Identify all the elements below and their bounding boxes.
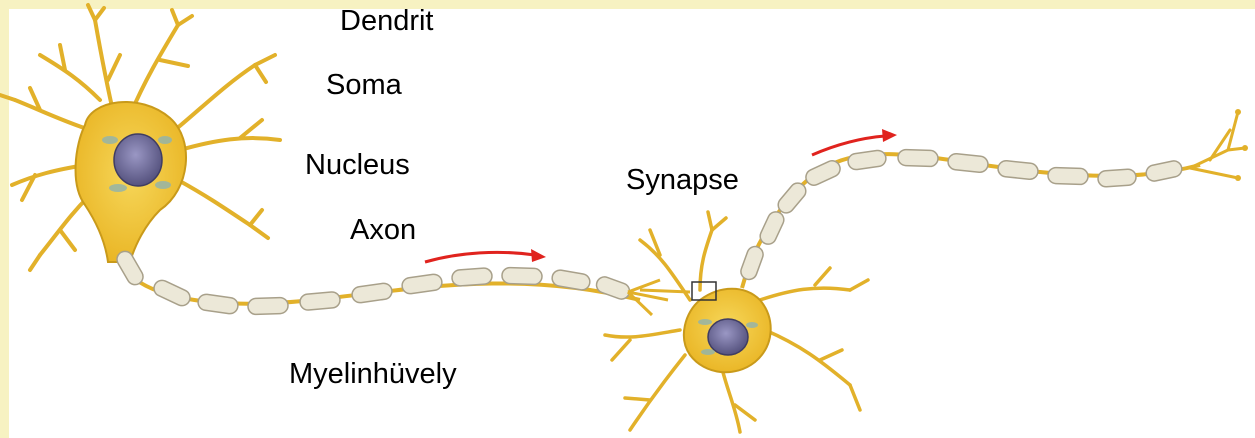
label-synapse: Synapse — [626, 166, 739, 195]
myelin-sheath-2 — [739, 149, 1184, 281]
nucleus-neuron-2 — [708, 319, 748, 355]
label-axon: Axon — [350, 216, 416, 245]
axon-terminals-2 — [1190, 112, 1245, 178]
signal-arrow-2 — [812, 129, 897, 155]
label-nucleus: Nucleus — [305, 151, 410, 180]
label-soma: Soma — [326, 71, 402, 100]
signal-arrow-1 — [425, 249, 546, 262]
nucleus-neuron-1 — [114, 134, 162, 186]
label-dendrit: Dendrit — [340, 7, 434, 36]
label-myelin-sheath: Myelinhüvely — [289, 360, 457, 389]
myelin-sheath-1 — [114, 248, 632, 314]
